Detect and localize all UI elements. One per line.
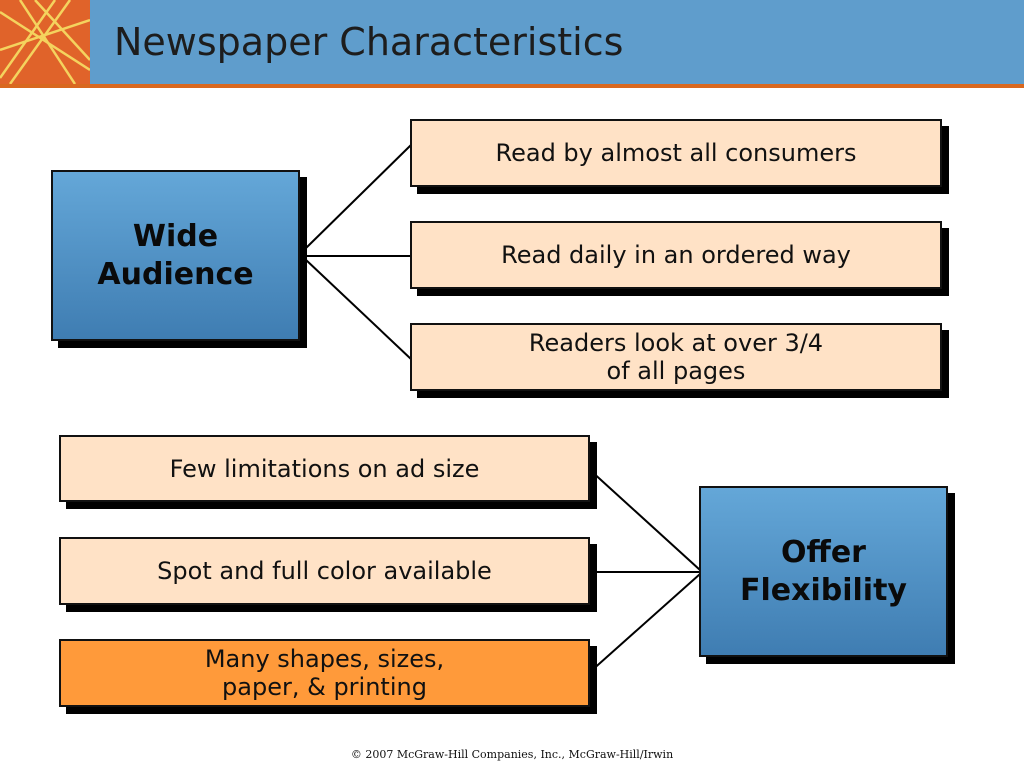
hub-offer-flexibility: Offer Flexibility	[699, 486, 948, 657]
connector-flex-3	[589, 573, 701, 673]
item-color-available: Spot and full color available	[59, 537, 590, 605]
logo-icon	[0, 0, 90, 84]
item-read-daily: Read daily in an ordered way	[410, 221, 942, 289]
connector-audience-3	[304, 258, 413, 361]
copyright-footer: © 2007 McGraw-Hill Companies, Inc., McGr…	[350, 748, 674, 761]
item-read-by-all: Read by almost all consumers	[410, 119, 942, 187]
title-underline	[0, 84, 1024, 88]
title-bar	[0, 0, 1024, 84]
hub-wide-audience: Wide Audience	[51, 170, 300, 341]
item-shapes-sizes: Many shapes, sizes, paper, & printing	[59, 639, 590, 707]
page-title: Newspaper Characteristics	[114, 20, 624, 64]
connector-flex-1	[589, 469, 701, 571]
item-readers-look: Readers look at over 3/4 of all pages	[410, 323, 942, 391]
item-ad-size: Few limitations on ad size	[59, 435, 590, 502]
connector-audience-1	[304, 143, 413, 250]
